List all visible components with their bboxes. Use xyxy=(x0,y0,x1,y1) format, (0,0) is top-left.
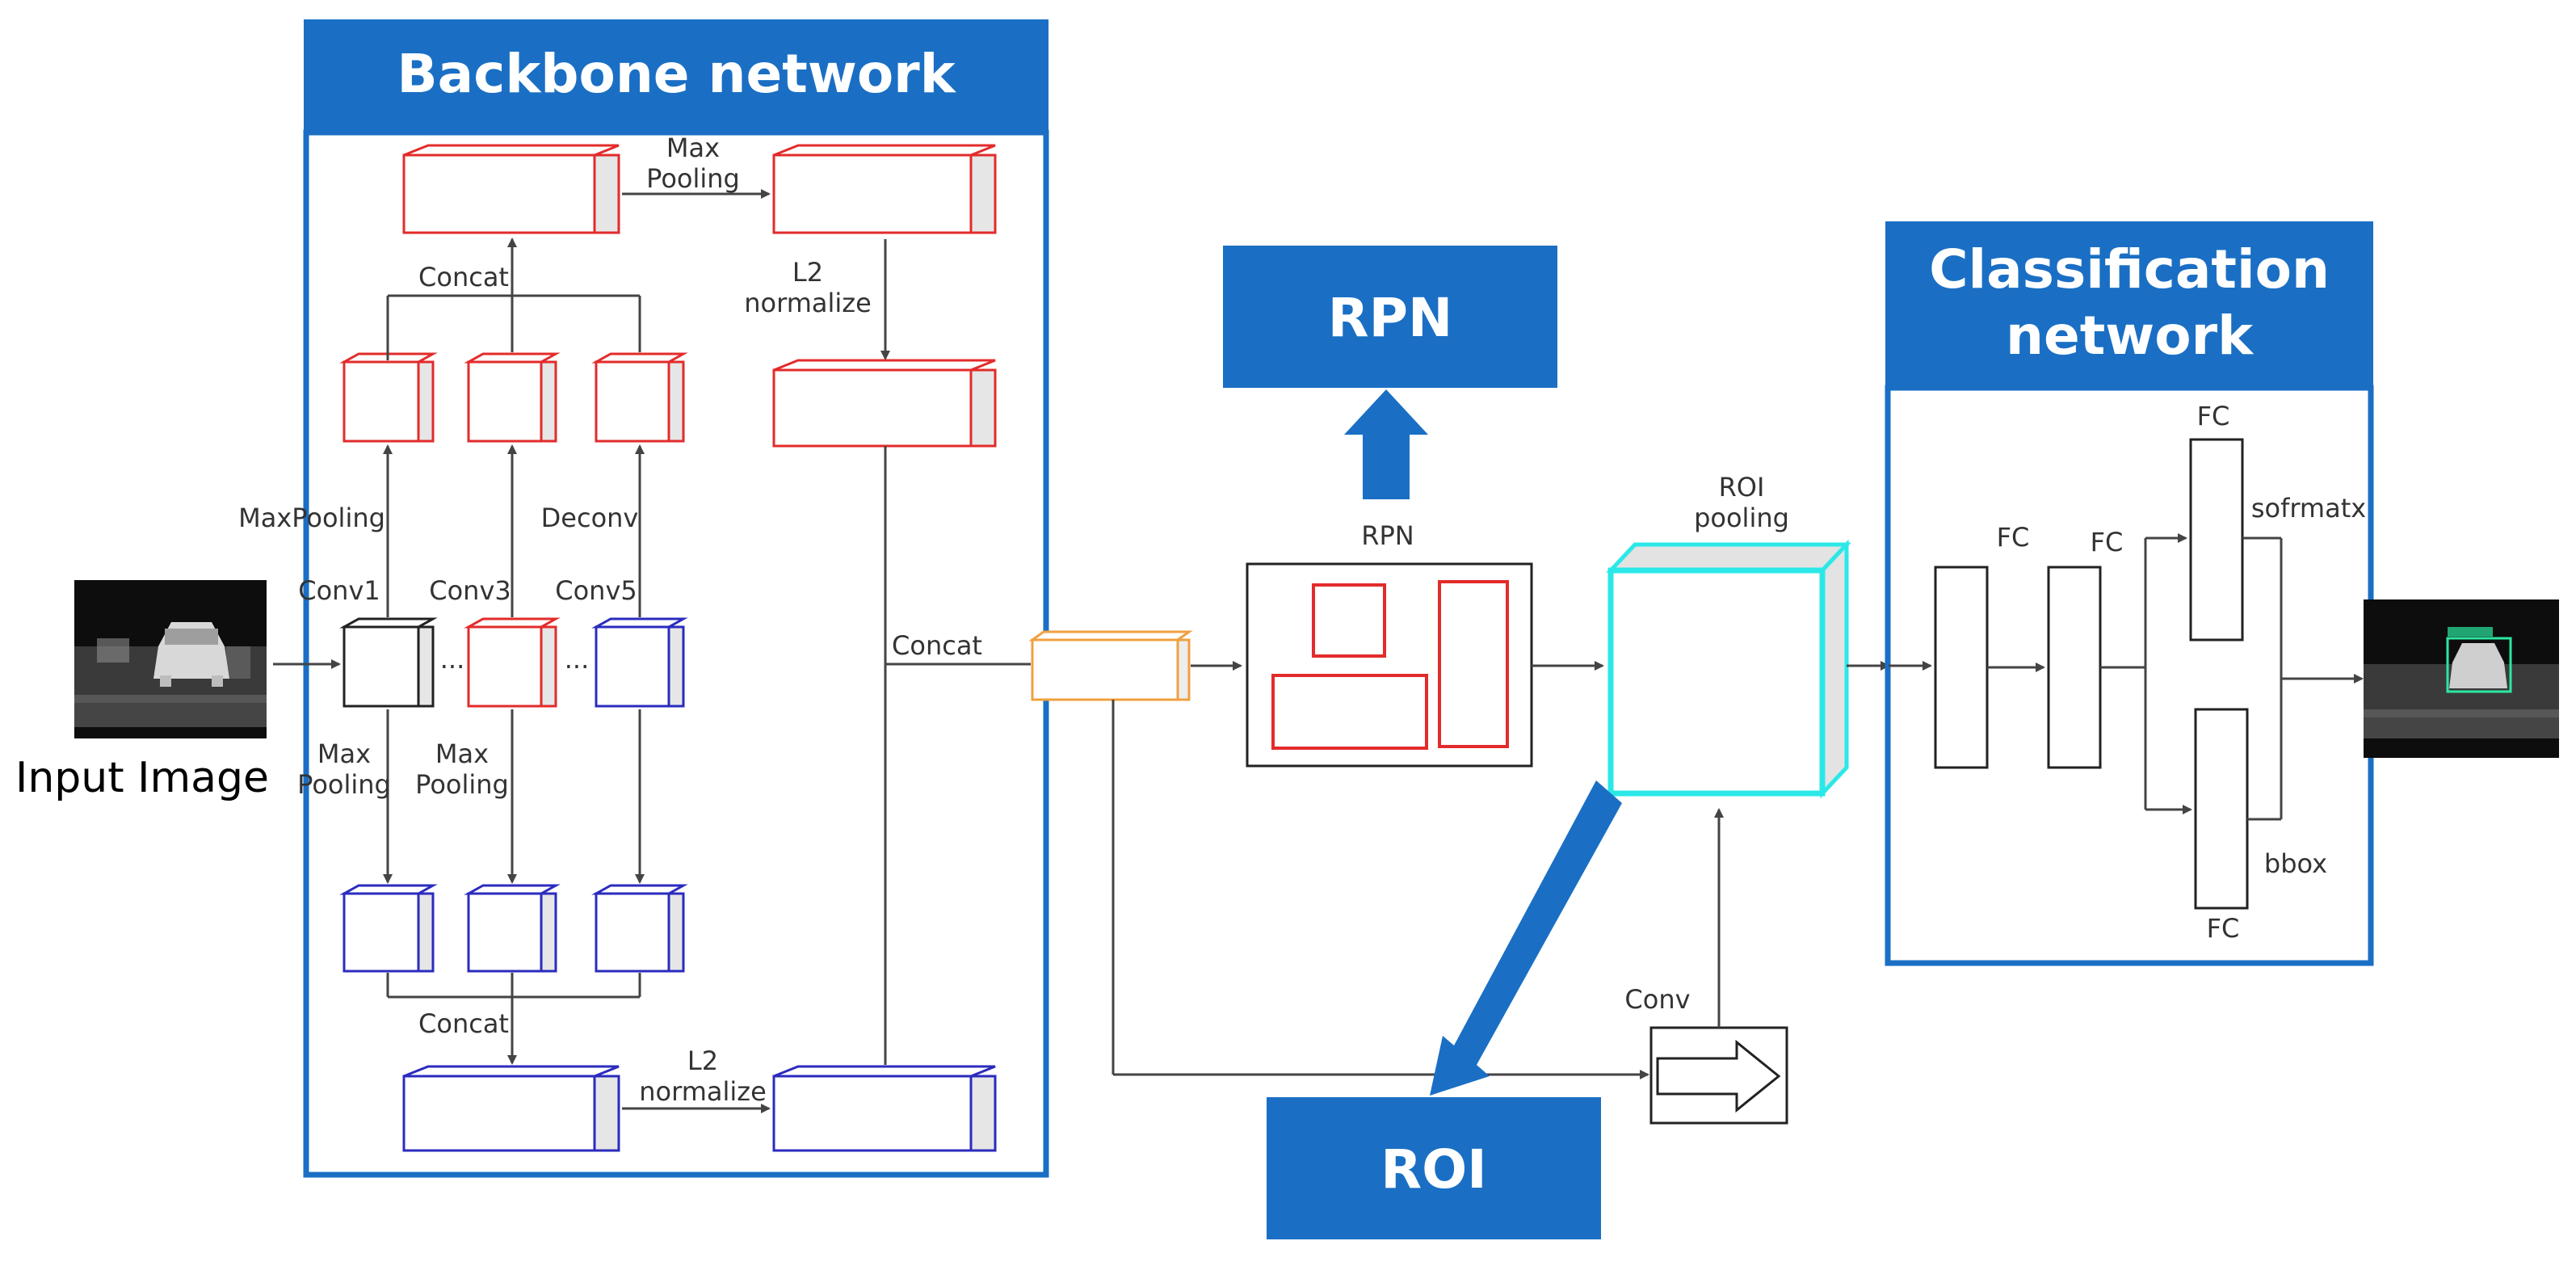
max-pooling-top-label-2: Pooling xyxy=(646,163,740,194)
concat-bottom-label: Concat xyxy=(418,1008,509,1039)
fc2-block xyxy=(2047,566,2102,769)
fc-top-label: FC xyxy=(2197,401,2230,431)
deconv-label: Deconv xyxy=(541,503,639,533)
maxpooling-left-label: MaxPooling xyxy=(238,503,385,533)
feature-block-blue-2 xyxy=(464,884,561,973)
rpn-proposal-box xyxy=(1246,562,1533,768)
conv5-block xyxy=(591,617,688,708)
l2-bottom-label-2: normalize xyxy=(639,1076,767,1107)
conv5-label: Conv5 xyxy=(555,575,637,606)
feature-block-red-3 xyxy=(591,352,688,443)
roi-header xyxy=(1267,1097,1601,1239)
proposal-region-3 xyxy=(1271,674,1428,750)
fc2-label: FC xyxy=(2091,527,2124,557)
concat-top-label: Concat xyxy=(418,262,509,292)
ellipsis-2: ··· xyxy=(565,651,590,682)
input-image-thumbnail xyxy=(74,580,267,738)
bbox-label: bbox xyxy=(2264,848,2327,879)
proposal-region-1 xyxy=(1312,583,1386,658)
proposal-region-2 xyxy=(1438,580,1509,748)
feature-block-blue-3 xyxy=(591,884,688,973)
classification-header xyxy=(1885,221,2373,388)
feature-block-top-left xyxy=(402,144,620,234)
feature-block-top-right xyxy=(772,144,997,234)
conv-arrow-icon xyxy=(1656,1039,1781,1113)
conv3-block xyxy=(464,617,561,708)
feature-block-red-1 xyxy=(339,352,438,443)
max-pooling-b-label-2: Pooling xyxy=(415,769,509,800)
fc-top-block xyxy=(2189,438,2244,642)
conv1-label: Conv1 xyxy=(298,575,380,606)
backbone-connectors xyxy=(273,189,1031,1113)
max-pooling-b-label-1: Max xyxy=(435,738,489,769)
classification-header-label-2: network xyxy=(2006,305,2255,367)
conv-label: Conv xyxy=(1624,984,1690,1015)
feature-block-blue-1 xyxy=(339,884,438,973)
backbone-header xyxy=(304,19,1048,133)
l2-top-label-2: normalize xyxy=(744,288,872,318)
roi-pooling-label-2: pooling xyxy=(1694,503,1789,533)
fc1-label: FC xyxy=(1997,522,2030,553)
max-pooling-a-label-1: Max xyxy=(317,738,371,769)
l2-top-label-1: L2 xyxy=(792,257,823,288)
conv1-block xyxy=(339,617,438,708)
fc-bottom-block xyxy=(2194,708,2249,910)
roi-pooling-label-1: ROI xyxy=(1719,472,1765,503)
concat-right-label: Concat xyxy=(892,630,982,661)
fc-bottom-label: FC xyxy=(2207,913,2240,944)
feature-block-red-2 xyxy=(464,352,561,443)
feature-block-bottom-right xyxy=(772,1065,997,1152)
conv3-label: Conv3 xyxy=(429,575,511,606)
max-pooling-top-label-1: Max xyxy=(666,133,720,163)
max-pooling-a-label-2: Pooling xyxy=(297,769,391,800)
rpn-header xyxy=(1223,246,1557,388)
classification-connectors xyxy=(1889,533,2364,821)
l2-bottom-label-1: L2 xyxy=(687,1045,718,1076)
concat-feature-block xyxy=(1028,630,1193,701)
rpn-up-arrow-icon xyxy=(1344,389,1428,499)
roi-down-arrow-icon xyxy=(1430,780,1622,1096)
output-image-thumbnail xyxy=(2364,599,2559,758)
rpn-header-label: RPN xyxy=(1328,287,1452,349)
softmax-label: sofrmatx xyxy=(2251,493,2366,524)
ellipsis-1: ··· xyxy=(440,651,465,682)
classification-header-label-1: Classification xyxy=(1929,238,2330,301)
feature-block-l2-top xyxy=(772,359,997,448)
fc1-block xyxy=(1934,566,1989,769)
rpn-block-label: RPN xyxy=(1361,520,1414,551)
roi-header-label: ROI xyxy=(1380,1138,1486,1201)
feature-block-bottom-left xyxy=(402,1065,620,1152)
input-image-label: Input Image xyxy=(15,754,269,802)
roi-pooling-block xyxy=(1606,539,1851,799)
backbone-header-label: Backbone network xyxy=(397,43,956,105)
